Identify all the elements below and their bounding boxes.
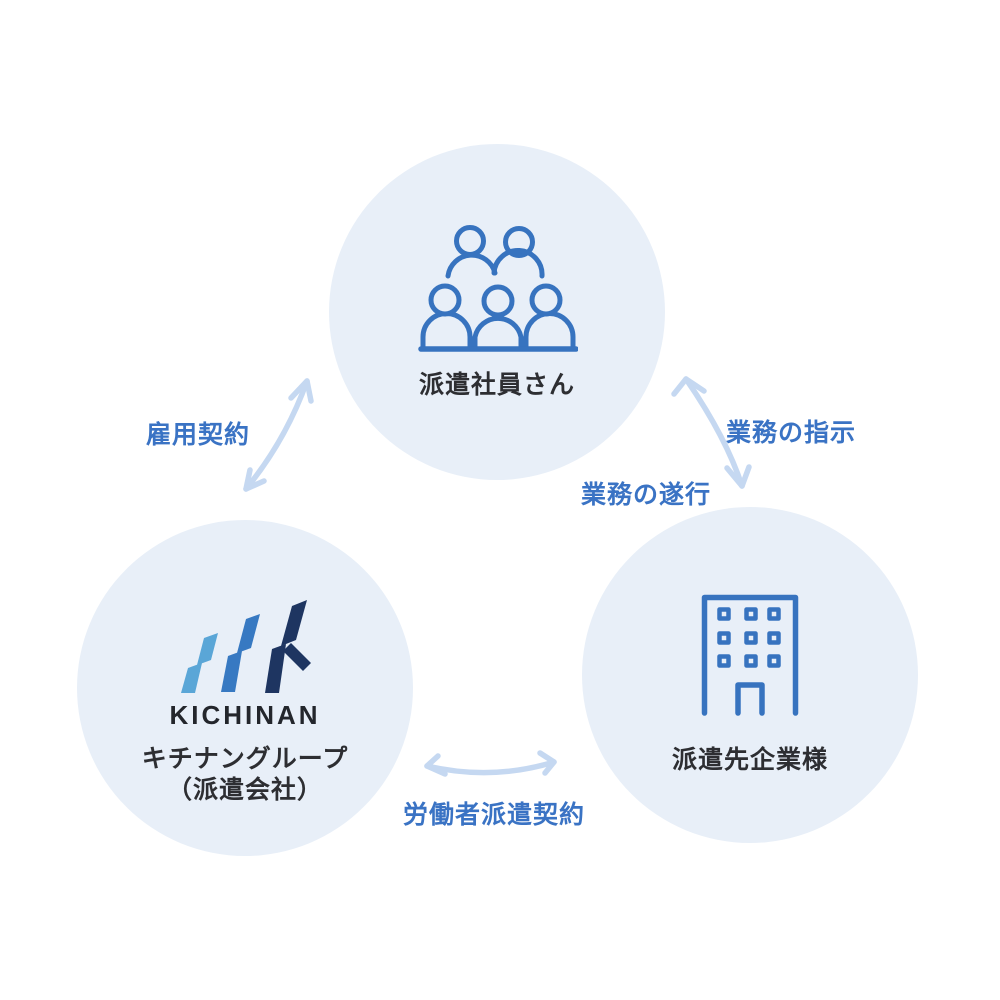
worker-dispatch-contract-arrow [424,750,557,777]
edge-label-work-instruction: 業務の指示 [725,419,857,447]
node-client-company: 派遣先企業様 [582,507,918,843]
kichinan-logo-wordmark: KICHINAN [169,700,321,730]
edge-label-work-execution: 業務の遂行 [580,481,712,509]
employment-contract-arrow [243,378,314,492]
building-windows [717,607,781,668]
node-label-dispatched-staff: 派遣社員さん [418,371,575,399]
edge-label-worker-dispatch-contract: 労働者派遣契約 [402,801,586,829]
node-kichinan-group: KICHINAN キチナングループ （派遣会社） [77,520,413,856]
node-label-line2: （派遣会社） [166,776,323,804]
office-building-icon [701,594,799,716]
logo-ribbon-navy [265,600,311,693]
people-group-icon [418,225,578,352]
node-dispatched-staff: 派遣社員さん [329,144,665,480]
node-label-client-company: 派遣先企業様 [671,746,828,774]
building-door [735,682,765,716]
kichinan-logo-mark [181,600,311,693]
logo-ribbon-mid [221,614,260,692]
logo-ribbon-light [181,633,218,693]
node-label-kichinan-group: キチナングループ （派遣会社） [77,744,413,806]
edge-label-employment-contract: 雇用契約 [145,421,251,449]
node-label-line1: キチナングループ [141,745,349,773]
